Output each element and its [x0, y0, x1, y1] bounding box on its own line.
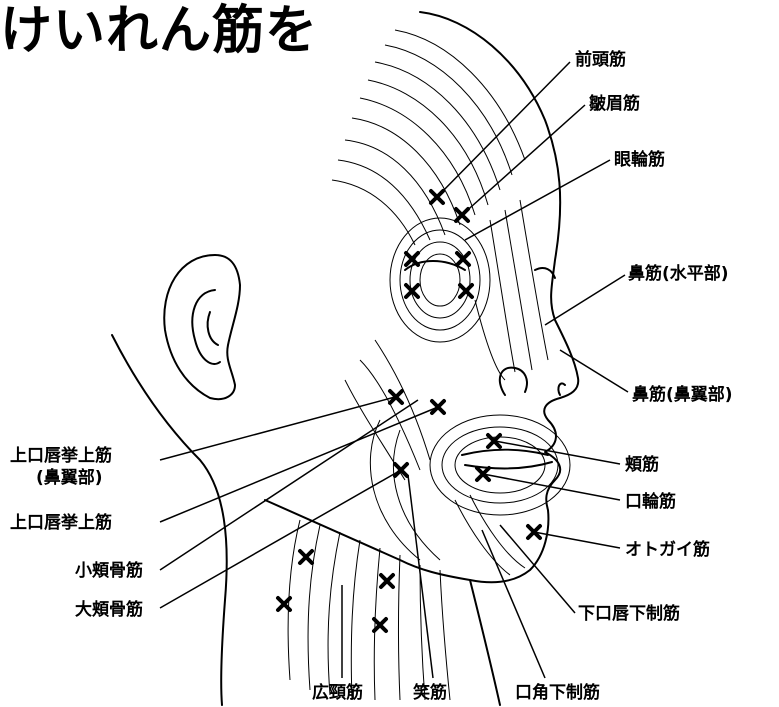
leader-risorius — [407, 474, 434, 679]
label-depressor-labii: 下口唇下制筋 — [578, 604, 680, 624]
label-depressor-anguli: 口角下制筋 — [515, 683, 600, 703]
nostril-outline — [498, 366, 528, 396]
label-levator-alae: 上口唇挙上筋 — [10, 446, 112, 466]
face-profile-outline — [264, 11, 580, 584]
label-zygomaticus-major: 大頬骨筋 — [75, 600, 143, 620]
eye-outline — [404, 260, 466, 271]
leader-buccinator — [494, 440, 621, 465]
neck-front-outline — [469, 579, 501, 706]
lips-outline — [461, 448, 549, 456]
leader-frontalis — [436, 61, 571, 198]
injection-mark — [404, 251, 420, 267]
leader-depressor-anguli — [481, 529, 546, 679]
leader-zygomaticus-major — [159, 469, 402, 609]
label-platysma: 広頸筋 — [312, 683, 363, 703]
label-levator-labii: 上口唇挙上筋 — [10, 513, 112, 533]
injection-mark — [458, 283, 474, 299]
injection-mark — [455, 251, 471, 267]
injection-marks — [276, 189, 542, 633]
injection-mark — [388, 389, 404, 405]
injection-mark — [379, 573, 395, 589]
leader-nasalis-transverse — [544, 274, 626, 326]
injection-mark — [404, 283, 420, 299]
label-buccinator: 頬筋 — [625, 455, 659, 475]
label-zygomaticus-minor: 小頬骨筋 — [75, 561, 143, 581]
label-orbicularis-oculi: 眼輪筋 — [614, 150, 665, 170]
label-risorius: 笑筋 — [413, 683, 447, 703]
leader-orbicularis-oculi — [464, 159, 611, 241]
label-mentalis: オトガイ筋 — [625, 540, 710, 560]
injection-mark — [298, 549, 314, 565]
leader-levator-labii — [159, 406, 439, 523]
muscle-fibers — [287, 29, 571, 701]
ear-outline — [163, 254, 241, 401]
injection-mark — [276, 596, 292, 612]
label-frontalis: 前頭筋 — [575, 50, 626, 70]
label-nasalis-alar: 鼻筋(鼻翼部) — [632, 385, 733, 405]
leader-nasalis-alar — [559, 349, 629, 393]
leader-orbicularis-oris — [482, 473, 621, 501]
label-levator-alae-sub: (鼻翼部) — [36, 468, 103, 488]
label-nasalis-transverse: 鼻筋(水平部) — [628, 264, 729, 284]
injection-mark — [486, 433, 502, 449]
label-corrugator: 皺眉筋 — [589, 94, 640, 114]
leader-depressor-labii — [499, 524, 576, 614]
leader-corrugator — [461, 104, 586, 216]
neck-back-outline — [111, 334, 228, 706]
leader-mentalis — [533, 531, 621, 549]
leader-zygomaticus-minor — [159, 399, 419, 571]
leader-lines — [159, 61, 629, 679]
label-orbicularis-oris: 口輪筋 — [625, 492, 676, 512]
injection-mark — [372, 617, 388, 633]
page-title: けいれん筋を — [0, 1, 319, 61]
leader-levator-alae — [159, 396, 396, 461]
